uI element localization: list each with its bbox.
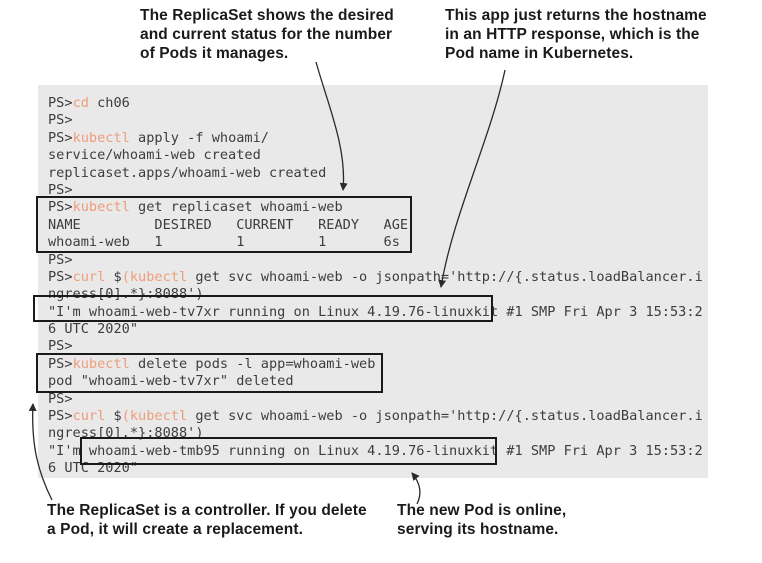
annotation-line: in an HTTP response, which is the [445, 26, 700, 43]
terminal-text: whoami-web 1 1 1 6s [48, 234, 400, 251]
terminal-text: $ [105, 408, 122, 425]
terminal-line: PS> [48, 252, 708, 269]
annotation-line: of Pods it manages. [140, 45, 289, 62]
terminal-line: PS>curl $(kubectl get svc whoami-web -o … [48, 269, 708, 286]
terminal-text: PS> [48, 251, 73, 268]
terminal-text: "I'm whoami-web-tmb95 running on Linux 4… [48, 442, 703, 459]
annotation-line: a Pod, it will create a replacement. [47, 521, 304, 538]
annotation-line: The ReplicaSet is a controller. If you d… [47, 502, 367, 519]
command-text: kubectl [72, 129, 130, 146]
annotation-top-left: The ReplicaSet shows the desired and cur… [140, 6, 394, 63]
command-text: kubectl [72, 355, 130, 372]
terminal-text: PS> [48, 199, 73, 216]
terminal-line: PS>kubectl delete pods -l app=whoami-web [48, 356, 708, 373]
terminal-line: PS> [48, 338, 708, 355]
terminal-line: PS>curl $(kubectl get svc whoami-web -o … [48, 408, 708, 425]
annotation-line: Pod name in Kubernetes. [445, 45, 634, 62]
terminal-line: PS> [48, 182, 708, 199]
terminal-text: 6 UTC 2020" [48, 460, 139, 477]
annotation-top-right: This app just returns the hostname in an… [445, 6, 707, 63]
command-text: curl [72, 268, 106, 285]
terminal-text: PS> [48, 181, 73, 198]
annotation-line: and current status for the number [140, 26, 393, 43]
terminal-text: PS> [48, 95, 73, 111]
terminal-line: PS>kubectl get replicaset whoami-web [48, 199, 708, 216]
terminal-line: service/whoami-web created [48, 147, 708, 164]
terminal-line: 6 UTC 2020" [48, 321, 708, 338]
terminal-line: replicaset.apps/whoami-web created [48, 165, 708, 182]
terminal-text: apply -f whoami/ [129, 129, 269, 146]
terminal-text: PS> [48, 268, 73, 285]
terminal-line: PS>cd ch06 [48, 95, 708, 112]
annotation-bottom-left: The ReplicaSet is a controller. If you d… [47, 501, 367, 539]
command-text: cd [72, 95, 89, 111]
terminal-text: get replicaset whoami-web [129, 199, 343, 216]
terminal-line: 6 UTC 2020" [48, 460, 708, 477]
terminal-text: replicaset.apps/whoami-web created [48, 164, 327, 181]
terminal-line: "I'm whoami-web-tv7xr running on Linux 4… [48, 304, 708, 321]
terminal-text: NAME DESIRED CURRENT READY AGE [48, 216, 409, 233]
command-text: kubectl [72, 199, 130, 216]
annotation-line: This app just returns the hostname [445, 7, 707, 24]
terminal-line: PS>kubectl apply -f whoami/ [48, 130, 708, 147]
terminal-text: 6 UTC 2020" [48, 321, 139, 338]
terminal-line: NAME DESIRED CURRENT READY AGE [48, 217, 708, 234]
terminal-text: ngress[0].*}:8088') [48, 286, 204, 303]
annotation-bottom-right: The new Pod is online, serving its hostn… [397, 501, 566, 539]
command-text: (kubectl [121, 408, 188, 425]
annotation-line: The new Pod is online, [397, 502, 567, 519]
command-text: curl [72, 408, 106, 425]
terminal-text: service/whoami-web created [48, 147, 261, 164]
terminal-text: "I'm whoami-web-tv7xr running on Linux 4… [48, 303, 703, 320]
terminal-text: PS> [48, 112, 73, 129]
terminal-text: ch06 [88, 95, 130, 111]
terminal-text: get svc whoami-web -o jsonpath='http://{… [187, 408, 703, 425]
terminal-line: PS> [48, 112, 708, 129]
terminal-line: pod "whoami-web-tv7xr" deleted [48, 373, 708, 390]
annotation-line: The ReplicaSet shows the desired [140, 7, 394, 24]
terminal-text: get svc whoami-web -o jsonpath='http://{… [187, 268, 703, 285]
terminal-text: PS> [48, 355, 73, 372]
command-text: (kubectl [121, 268, 188, 285]
terminal-text: delete pods -l app=whoami-web [129, 355, 376, 372]
terminal-text: $ [105, 268, 122, 285]
terminal-text: PS> [48, 338, 73, 355]
terminal-text: PS> [48, 129, 73, 146]
annotation-line: serving its hostname. [397, 521, 559, 538]
terminal-line: PS> [48, 391, 708, 408]
terminal-line: "I'm whoami-web-tmb95 running on Linux 4… [48, 443, 708, 460]
terminal-line: whoami-web 1 1 1 6s [48, 234, 708, 251]
terminal-line: ngress[0].*}:8088') [48, 425, 708, 442]
terminal-text: pod "whoami-web-tv7xr" deleted [48, 373, 294, 390]
terminal-text: PS> [48, 390, 73, 407]
terminal-text: PS> [48, 408, 73, 425]
terminal-text: ngress[0].*}:8088') [48, 425, 204, 442]
terminal-line: ngress[0].*}:8088') [48, 286, 708, 303]
